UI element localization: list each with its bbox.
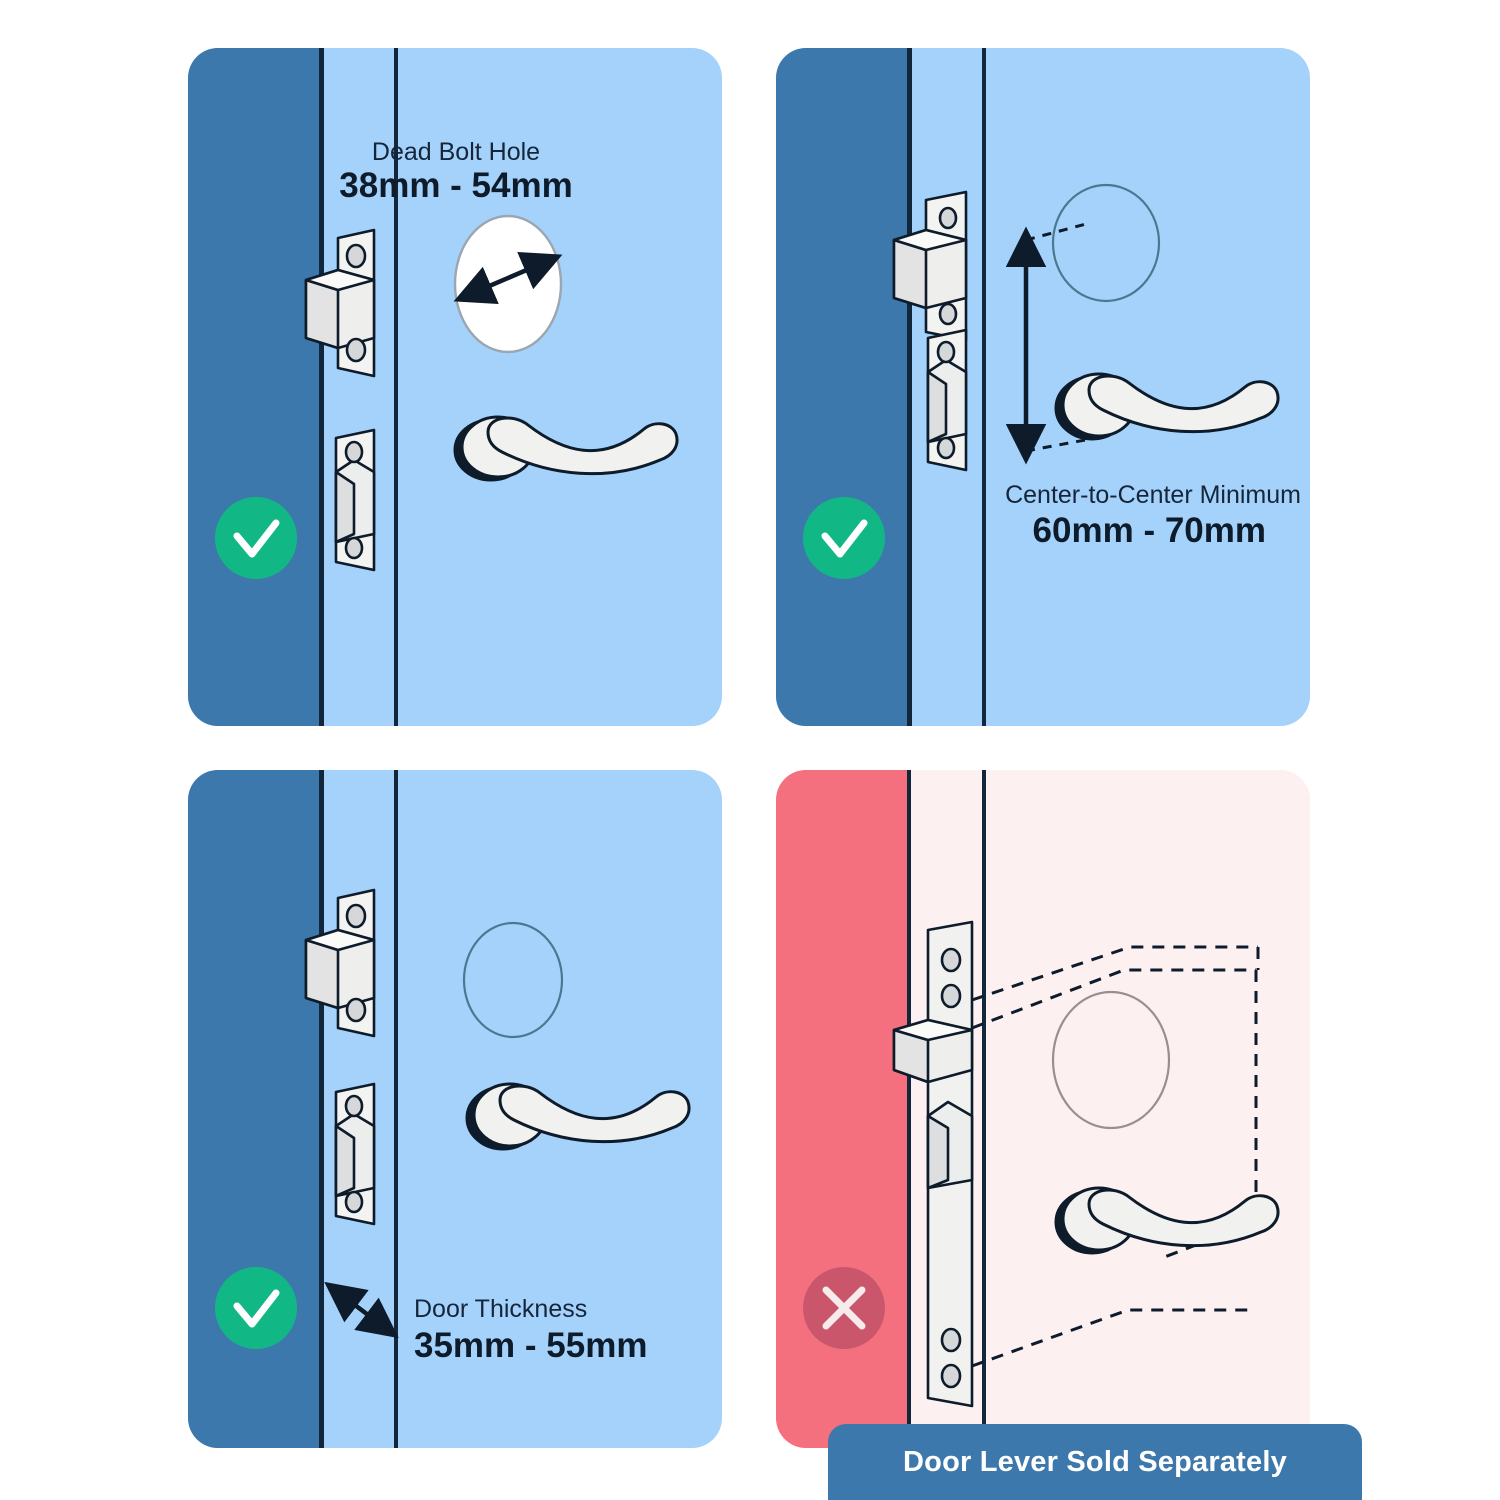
cross-icon [822,1286,866,1330]
panel-dead-bolt-hole: Dead Bolt Hole 38mm - 54mm [188,48,722,726]
status-badge-ok [215,497,297,579]
deadlatch-screw-hole-top [344,1094,364,1118]
caption-title: Dead Bolt Hole [372,138,540,166]
door-lever [465,1082,691,1151]
ok-badge-circle [215,497,297,579]
lever-handle [486,416,679,476]
latch-bolt-front [304,278,340,350]
deadlatch-screw-hole-top [936,340,956,364]
latch-bolt-assembly [892,190,968,342]
caption-value: 60mm - 70mm [1033,511,1266,550]
caption-value: 35mm - 55mm [414,1326,647,1365]
deadlatch-screw-hole-bottom [344,536,364,560]
lever-handle [1087,1188,1280,1248]
deadlatch-wedge-shade [926,370,948,444]
panel-door-thickness: Door Thickness 35mm - 55mm [188,770,722,1448]
ok-badge-circle [215,1267,297,1349]
latch-screw-hole-top [345,903,367,929]
latch-screw-hole-bottom [345,997,367,1023]
dead-bolt-hole-outline [1051,990,1171,1130]
deadlatch-screw-hole-bottom [936,436,956,460]
door-lever [1054,372,1280,441]
mortise-latch-bolt [892,1018,974,1084]
dead-bolt-diameter-arrow [453,252,563,304]
latch-bolt-assembly [304,228,376,378]
deadlatch-plate-assembly [926,328,968,472]
deadlatch-plate-assembly [334,428,376,572]
door-edge-band [776,48,907,726]
door-stile-line [394,48,398,726]
banner-label: Door Lever Sold Separately [903,1445,1287,1478]
dead-bolt-hole [453,214,563,354]
status-badge-no [803,1267,885,1349]
banner-door-lever-sold-separately: Door Lever Sold Separately [828,1424,1362,1500]
latch-bolt-top [892,228,968,252]
deadlatch-wedge-shade [334,1124,356,1198]
door-lever [453,415,679,482]
latch-bolt-assembly [304,888,376,1038]
latch-bolt-front [892,238,928,310]
door-edge-divider-line [319,48,324,726]
latch-bolt-front [304,938,340,1010]
ok-badge-circle [803,497,885,579]
lever-handle [498,1084,691,1144]
deadlatch-plate-assembly [334,1082,376,1226]
door-thickness-arrow [324,1281,399,1339]
door-stile-line [394,770,398,1448]
latch-screw-hole-top [938,206,958,230]
mortise-screw-hole-2 [940,983,962,1009]
latch-screw-hole-top [345,243,367,269]
caption-value: 38mm - 54mm [339,166,572,205]
mortise-screw-hole-3 [940,1327,962,1353]
latch-screw-hole-bottom [938,302,958,326]
check-icon [233,519,280,558]
latch-bolt-top [304,268,376,292]
door-edge-band [188,48,319,726]
deadlatch-screw-hole-top [344,440,364,464]
caption-title: Door Thickness [414,1295,587,1323]
latch-bolt-top [304,928,376,952]
dead-bolt-hole-outline [462,921,564,1039]
latch-bolt-top [892,1018,974,1042]
mortise-deadlatch [926,1100,974,1190]
deadlatch-wedge-shade [926,1114,950,1190]
door-stile-line [982,48,986,726]
check-icon [821,519,868,558]
panel-mortise-not-supported [776,770,1310,1448]
check-icon [233,1289,280,1328]
lever-handle [1087,374,1280,434]
door-edge-divider-line [319,770,324,1448]
dead-bolt-hole-outline [1051,183,1161,303]
panel-center-to-center: Center-to-Center Minimum 60mm - 70mm [776,48,1310,726]
deadlatch-wedge-shade [334,470,356,544]
dimension-leader-bottom [1025,436,1097,453]
status-badge-ok [803,497,885,579]
dimension-leader-top [1025,222,1087,242]
door-edge-divider-line [907,48,912,726]
door-lever [1054,1186,1280,1255]
door-stile-line [982,770,986,1448]
deadlatch-screw-hole-bottom [344,1190,364,1214]
latch-screw-hole-bottom [345,337,367,363]
mortise-screw-hole-4 [940,1363,962,1389]
door-edge-divider-line [907,770,911,1448]
caption-title: Center-to-Center Minimum [1005,481,1301,509]
status-badge-ok [215,1267,297,1349]
mortise-screw-hole-1 [940,947,962,973]
